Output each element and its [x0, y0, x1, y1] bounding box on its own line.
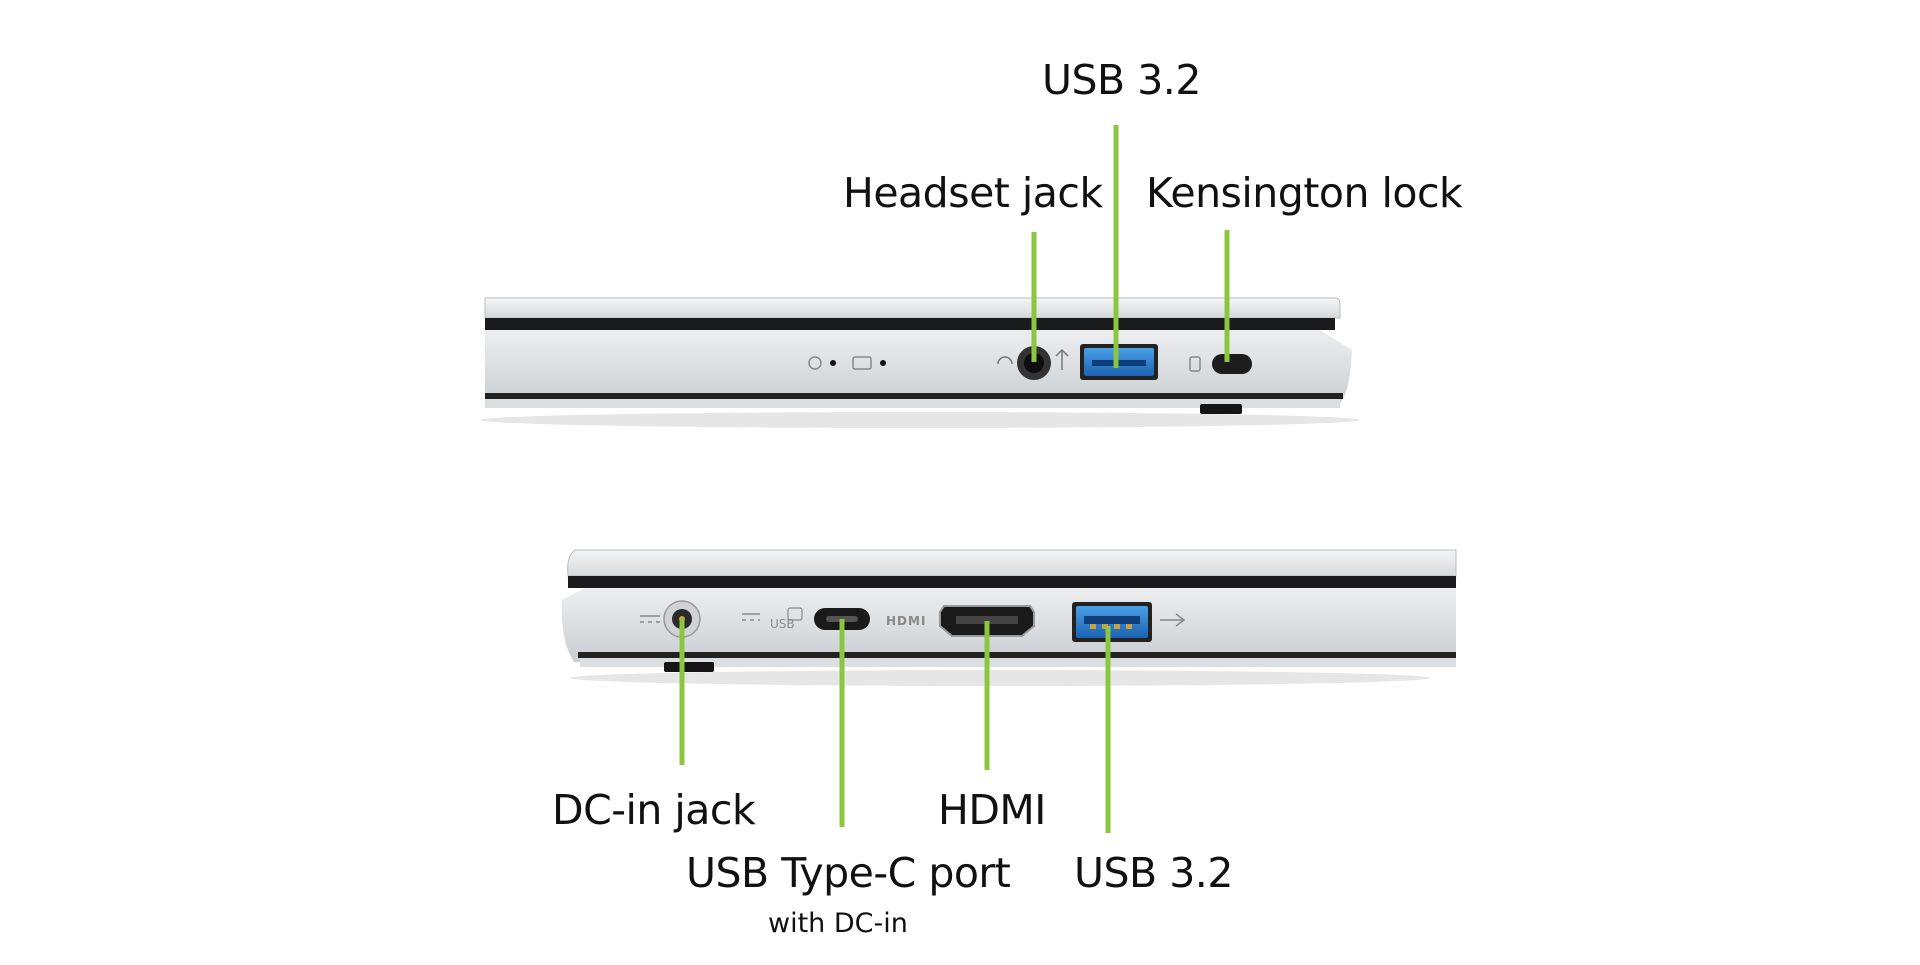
- status-led-battery: [852, 356, 886, 370]
- hdmi-marking: HDMI: [886, 614, 926, 628]
- usb-a-port-right: [1055, 344, 1158, 380]
- label-usb-type-c: USB Type-C port: [686, 849, 1011, 897]
- label-headset-jack: Headset jack: [843, 169, 1103, 217]
- leader-lines: [679, 125, 1230, 833]
- kensington-lock-slot: [1189, 354, 1252, 374]
- usb-marking: USB: [770, 617, 795, 631]
- laptop-left-side: USB HDMI: [561, 549, 1457, 686]
- label-usb32-bottom: USB 3.2: [1074, 849, 1233, 897]
- label-hdmi: HDMI: [938, 786, 1046, 834]
- label-kensington-lock: Kensington lock: [1146, 169, 1463, 217]
- label-usb32-top: USB 3.2: [1042, 56, 1201, 104]
- headset-jack-port: [997, 346, 1051, 380]
- label-dc-in-jack: DC-in jack: [552, 786, 756, 834]
- laptop-right-side: [480, 297, 1360, 428]
- status-led-power: [808, 356, 836, 370]
- usb-a-port-left: [1072, 602, 1186, 642]
- label-usb-type-c-sub: with DC-in: [768, 908, 908, 939]
